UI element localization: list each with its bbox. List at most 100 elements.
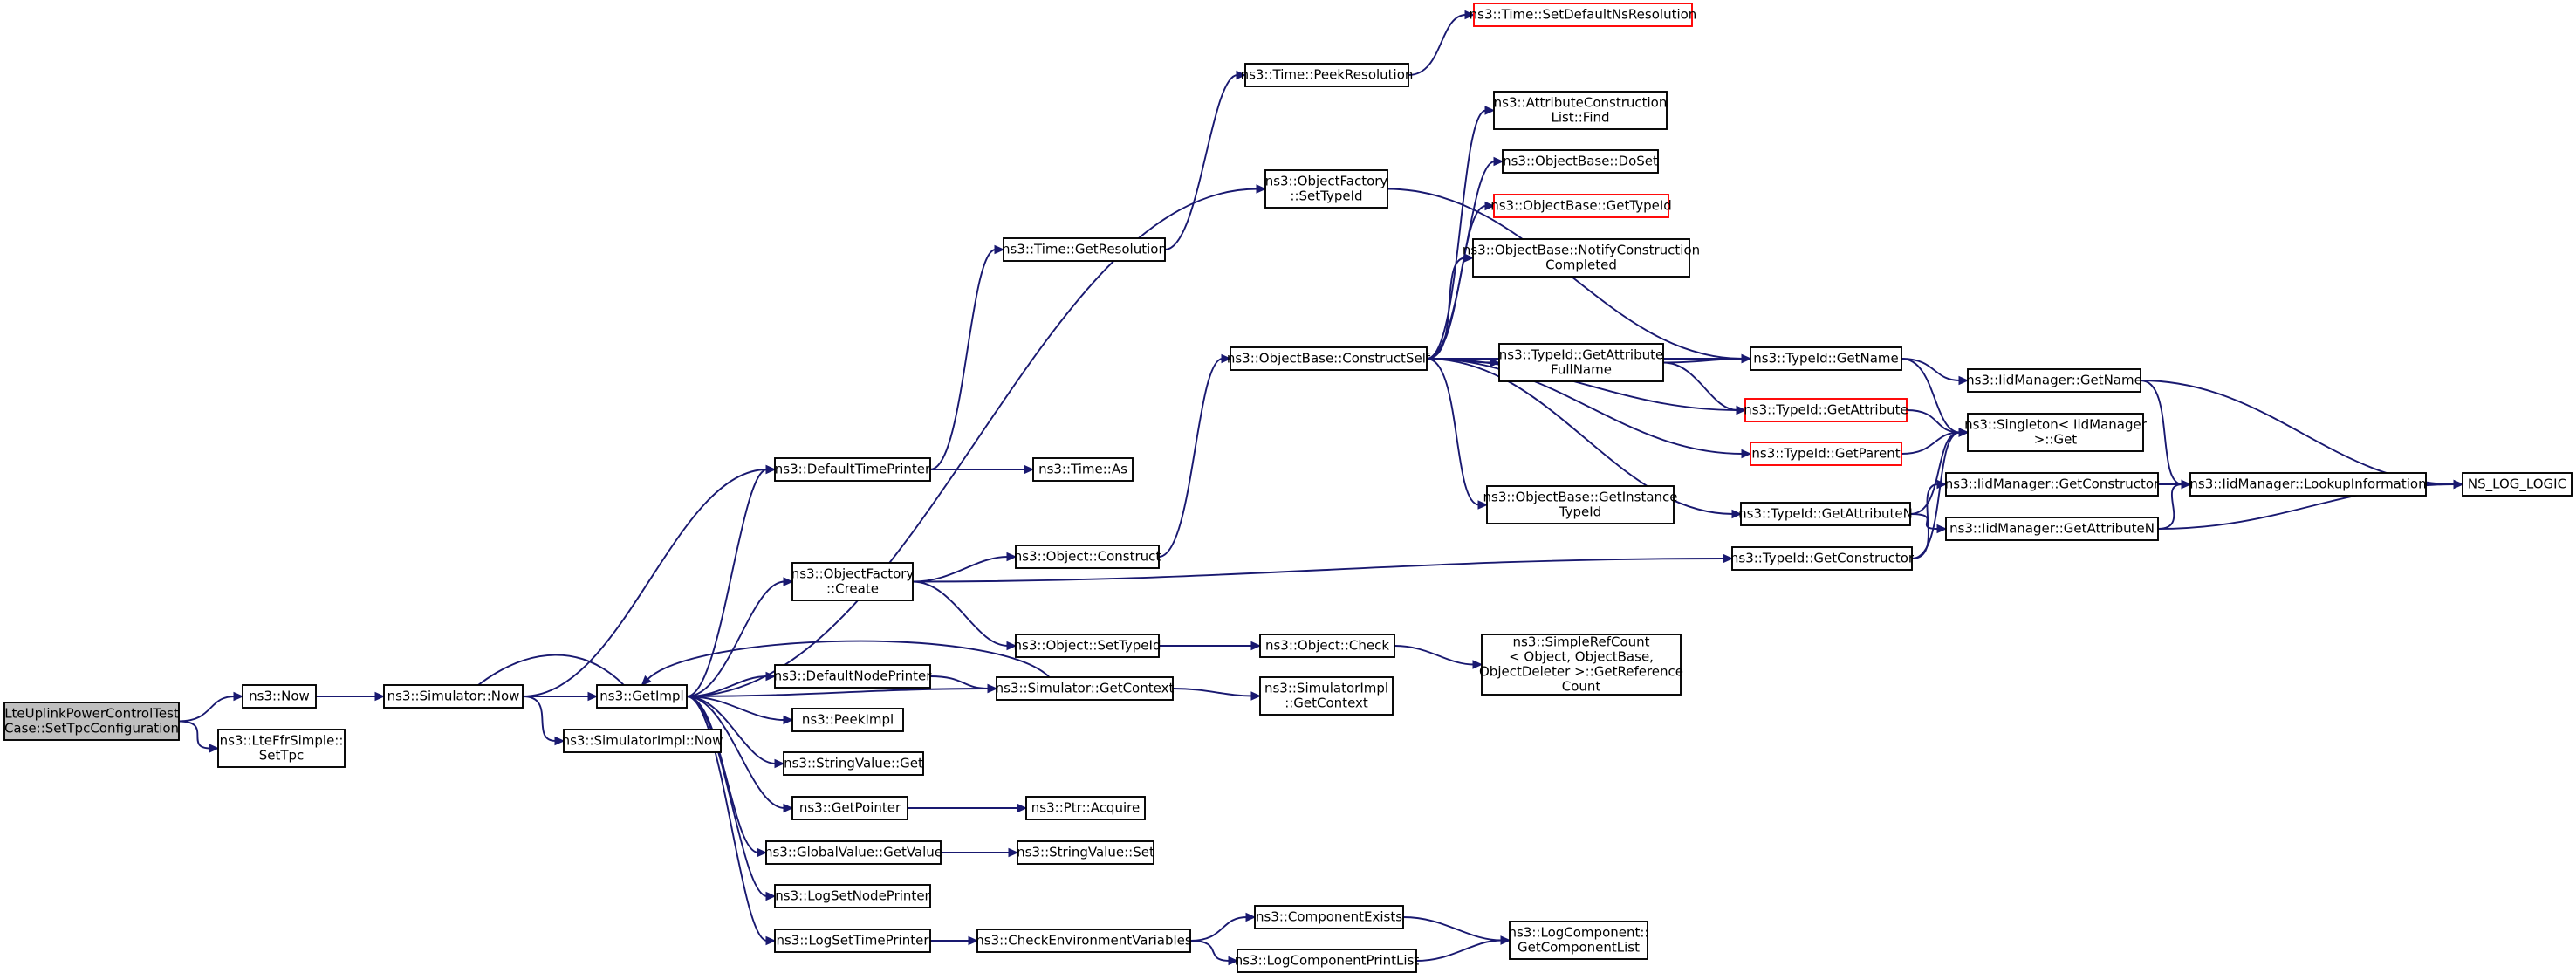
node-label: List::Find <box>1551 110 1609 126</box>
node-objBaseConstructSelf[interactable]: ns3::ObjectBase::ConstructSelf <box>1227 346 1431 371</box>
node-objSetTypeId[interactable]: ns3::Object::SetTypeId <box>1014 634 1161 658</box>
node-logCompGetList[interactable]: ns3::LogComponent::GetComponentList <box>1509 921 1649 960</box>
edge-arrowhead <box>774 758 785 769</box>
node-defNodePrinter[interactable]: ns3::DefaultNodePrinter <box>774 664 933 689</box>
edge-objFactCreate-to-typeIdGetConstr <box>912 553 1734 583</box>
node-objCheck[interactable]: ns3::Object::Check <box>1259 634 1395 658</box>
node-iidGetAttrN[interactable]: ns3::IidManager::GetAttributeN <box>1945 517 2159 541</box>
node-label: ns3::Simulator::Now <box>387 689 520 704</box>
edge-objFactCreate-to-objConstruct <box>912 552 1017 583</box>
edge-line <box>686 688 990 697</box>
edge-line <box>1408 14 1467 76</box>
node-label: ns3::TypeId::GetAttribute <box>1744 402 1908 418</box>
node-box <box>1259 676 1394 716</box>
node-getPointer[interactable]: ns3::GetPointer <box>791 796 908 820</box>
edge-logSetTime-to-checkEnv <box>929 935 979 946</box>
edge-line <box>686 696 785 721</box>
node-box <box>1493 194 1669 218</box>
node-label: ns3::Time::SetDefaultNsResolution <box>1470 7 1697 23</box>
edge-arrowhead <box>783 577 794 586</box>
node-strValSet[interactable]: ns3::StringValue::Set <box>1017 840 1154 865</box>
node-label: ns3::LteFfrSimple:: <box>220 733 344 749</box>
node-objBaseDoSet[interactable]: ns3::ObjectBase::DoSet <box>1502 149 1659 174</box>
node-objBaseGetTypeId[interactable]: ns3::ObjectBase::GetTypeId <box>1490 194 1672 218</box>
edge-line <box>522 469 768 697</box>
node-typeIdGetConstr[interactable]: ns3::TypeId::GetConstructor <box>1730 546 1915 571</box>
edge-objBaseConstructSelf-to-attrConstrFind <box>1426 106 1496 360</box>
node-box <box>1481 634 1682 696</box>
node-typeIdGetName[interactable]: ns3::TypeId::GetName <box>1750 346 1902 371</box>
node-lteFfr[interactable]: ns3::LteFfrSimple::SetTpc <box>217 729 346 768</box>
node-iidGetName[interactable]: ns3::IidManager::GetName <box>1966 368 2142 393</box>
node-objBaseNotify[interactable]: ns3::ObjectBase::NotifyConstructionCompl… <box>1463 238 1700 278</box>
edge-getPointer-to-ptrAcquire <box>908 803 1028 813</box>
node-strValGet[interactable]: ns3::StringValue::Get <box>783 751 924 776</box>
node-label: ns3::TypeId::GetAttributeN <box>1738 506 1913 522</box>
node-checkEnv[interactable]: ns3::CheckEnvironmentVariables <box>976 929 1192 953</box>
node-box <box>217 729 346 768</box>
node-compExists[interactable]: ns3::ComponentExists <box>1254 905 1404 929</box>
node-objFactCreate[interactable]: ns3::ObjectFactory::Create <box>791 562 915 601</box>
node-box <box>996 676 1174 701</box>
node-label: ::GetContext <box>1285 696 1368 711</box>
node-simGetContext[interactable]: ns3::Simulator::GetContext <box>996 676 1175 701</box>
node-iidLookup[interactable]: ns3::IidManager::LookupInformation <box>2189 472 2427 497</box>
node-simNow[interactable]: ns3::Simulator::Now <box>383 684 524 709</box>
node-ptrAcquire[interactable]: ns3::Ptr::Acquire <box>1025 796 1146 820</box>
edge-line <box>686 696 759 853</box>
edge-arrowhead <box>2181 479 2192 490</box>
edge-line <box>1901 358 1961 434</box>
node-timeAs[interactable]: ns3::Time::As <box>1032 457 1134 482</box>
edge-line <box>1426 257 1466 360</box>
node-label: ns3::Singleton< IidManager <box>1964 417 2148 433</box>
node-label: ns3::ObjectBase::NotifyConstruction <box>1463 243 1700 258</box>
node-objConstruct[interactable]: ns3::Object::Construct <box>1014 545 1161 569</box>
node-logSetNode[interactable]: ns3::LogSetNodePrinter <box>774 884 931 908</box>
node-typeIdGetAttrN[interactable]: ns3::TypeId::GetAttributeN <box>1738 502 1913 526</box>
node-singleton[interactable]: ns3::Singleton< IidManager>::Get <box>1964 413 2148 452</box>
node-label: ns3::LogComponentPrintList <box>1235 953 1420 969</box>
node-nsLog[interactable]: NS_LOG_LOGIC <box>2462 472 2573 497</box>
node-timeGetRes[interactable]: ns3::Time::GetResolution <box>1002 237 1167 262</box>
node-label: ns3::IidManager::GetConstructor <box>1945 476 2160 492</box>
node-logSetTime[interactable]: ns3::LogSetTimePrinter <box>774 929 931 953</box>
edge-line <box>686 188 1258 697</box>
edge-arrowhead <box>765 464 777 475</box>
node-simImplGetContext[interactable]: ns3::SimulatorImpl::GetContext <box>1259 676 1394 716</box>
node-ns3Now[interactable]: ns3::Now <box>242 684 317 709</box>
node-getImpl[interactable]: ns3::GetImpl <box>596 684 688 709</box>
edge-line <box>1909 431 1961 515</box>
edge-globalValGet-to-strValSet <box>941 847 1019 858</box>
node-box <box>774 929 931 953</box>
edge-objConstruct-to-objBaseConstructSelf <box>1158 353 1232 558</box>
edge-line <box>1394 645 1475 666</box>
node-defTimePrinter[interactable]: ns3::DefaultTimePrinter <box>774 457 931 482</box>
node-label: ns3::IidManager::LookupInformation <box>2189 476 2426 492</box>
node-box <box>1945 517 2159 541</box>
node-label: ns3::Time::PeekResolution <box>1241 67 1414 83</box>
edge-getImpl-to-logSetNode <box>686 696 777 901</box>
node-typeIdGetParent[interactable]: ns3::TypeId::GetParent <box>1750 442 1902 466</box>
node-label: ns3::Object::SetTypeId <box>1014 638 1161 654</box>
edge-typeIdGetAttrFull-to-typeIdGetAttr <box>1662 361 1747 415</box>
node-typeIdGetAttr[interactable]: ns3::TypeId::GetAttribute <box>1744 398 1908 422</box>
node-globalValGet[interactable]: ns3::GlobalValue::GetValue <box>764 840 942 865</box>
node-timeSetDef[interactable]: ns3::Time::SetDefaultNsResolution <box>1470 3 1697 27</box>
node-timePeekRes[interactable]: ns3::Time::PeekResolution <box>1241 63 1414 87</box>
node-box <box>1967 413 2144 452</box>
edge-line <box>1662 358 1744 364</box>
edge-defTimePrinter-to-timeAs <box>930 464 1035 475</box>
node-logCompPrint[interactable]: ns3::LogComponentPrintList <box>1235 949 1420 973</box>
node-iidGetConstr[interactable]: ns3::IidManager::GetConstructor <box>1945 472 2160 497</box>
edge-line <box>929 249 997 470</box>
node-peekImpl[interactable]: ns3::PeekImpl <box>791 708 904 732</box>
node-simImplNow[interactable]: ns3::SimulatorImpl::Now <box>562 729 723 753</box>
node-objFactSetTypeId[interactable]: ns3::ObjectFactory::SetTypeId <box>1264 169 1388 209</box>
edge-arrowhead <box>987 683 998 694</box>
node-label: ns3::ObjectBase::GetInstance <box>1483 490 1678 505</box>
node-simpleRef[interactable]: ns3::SimpleRefCount< Object, ObjectBase,… <box>1479 634 1683 696</box>
edge-getImpl-to-logSetTime <box>686 696 777 946</box>
